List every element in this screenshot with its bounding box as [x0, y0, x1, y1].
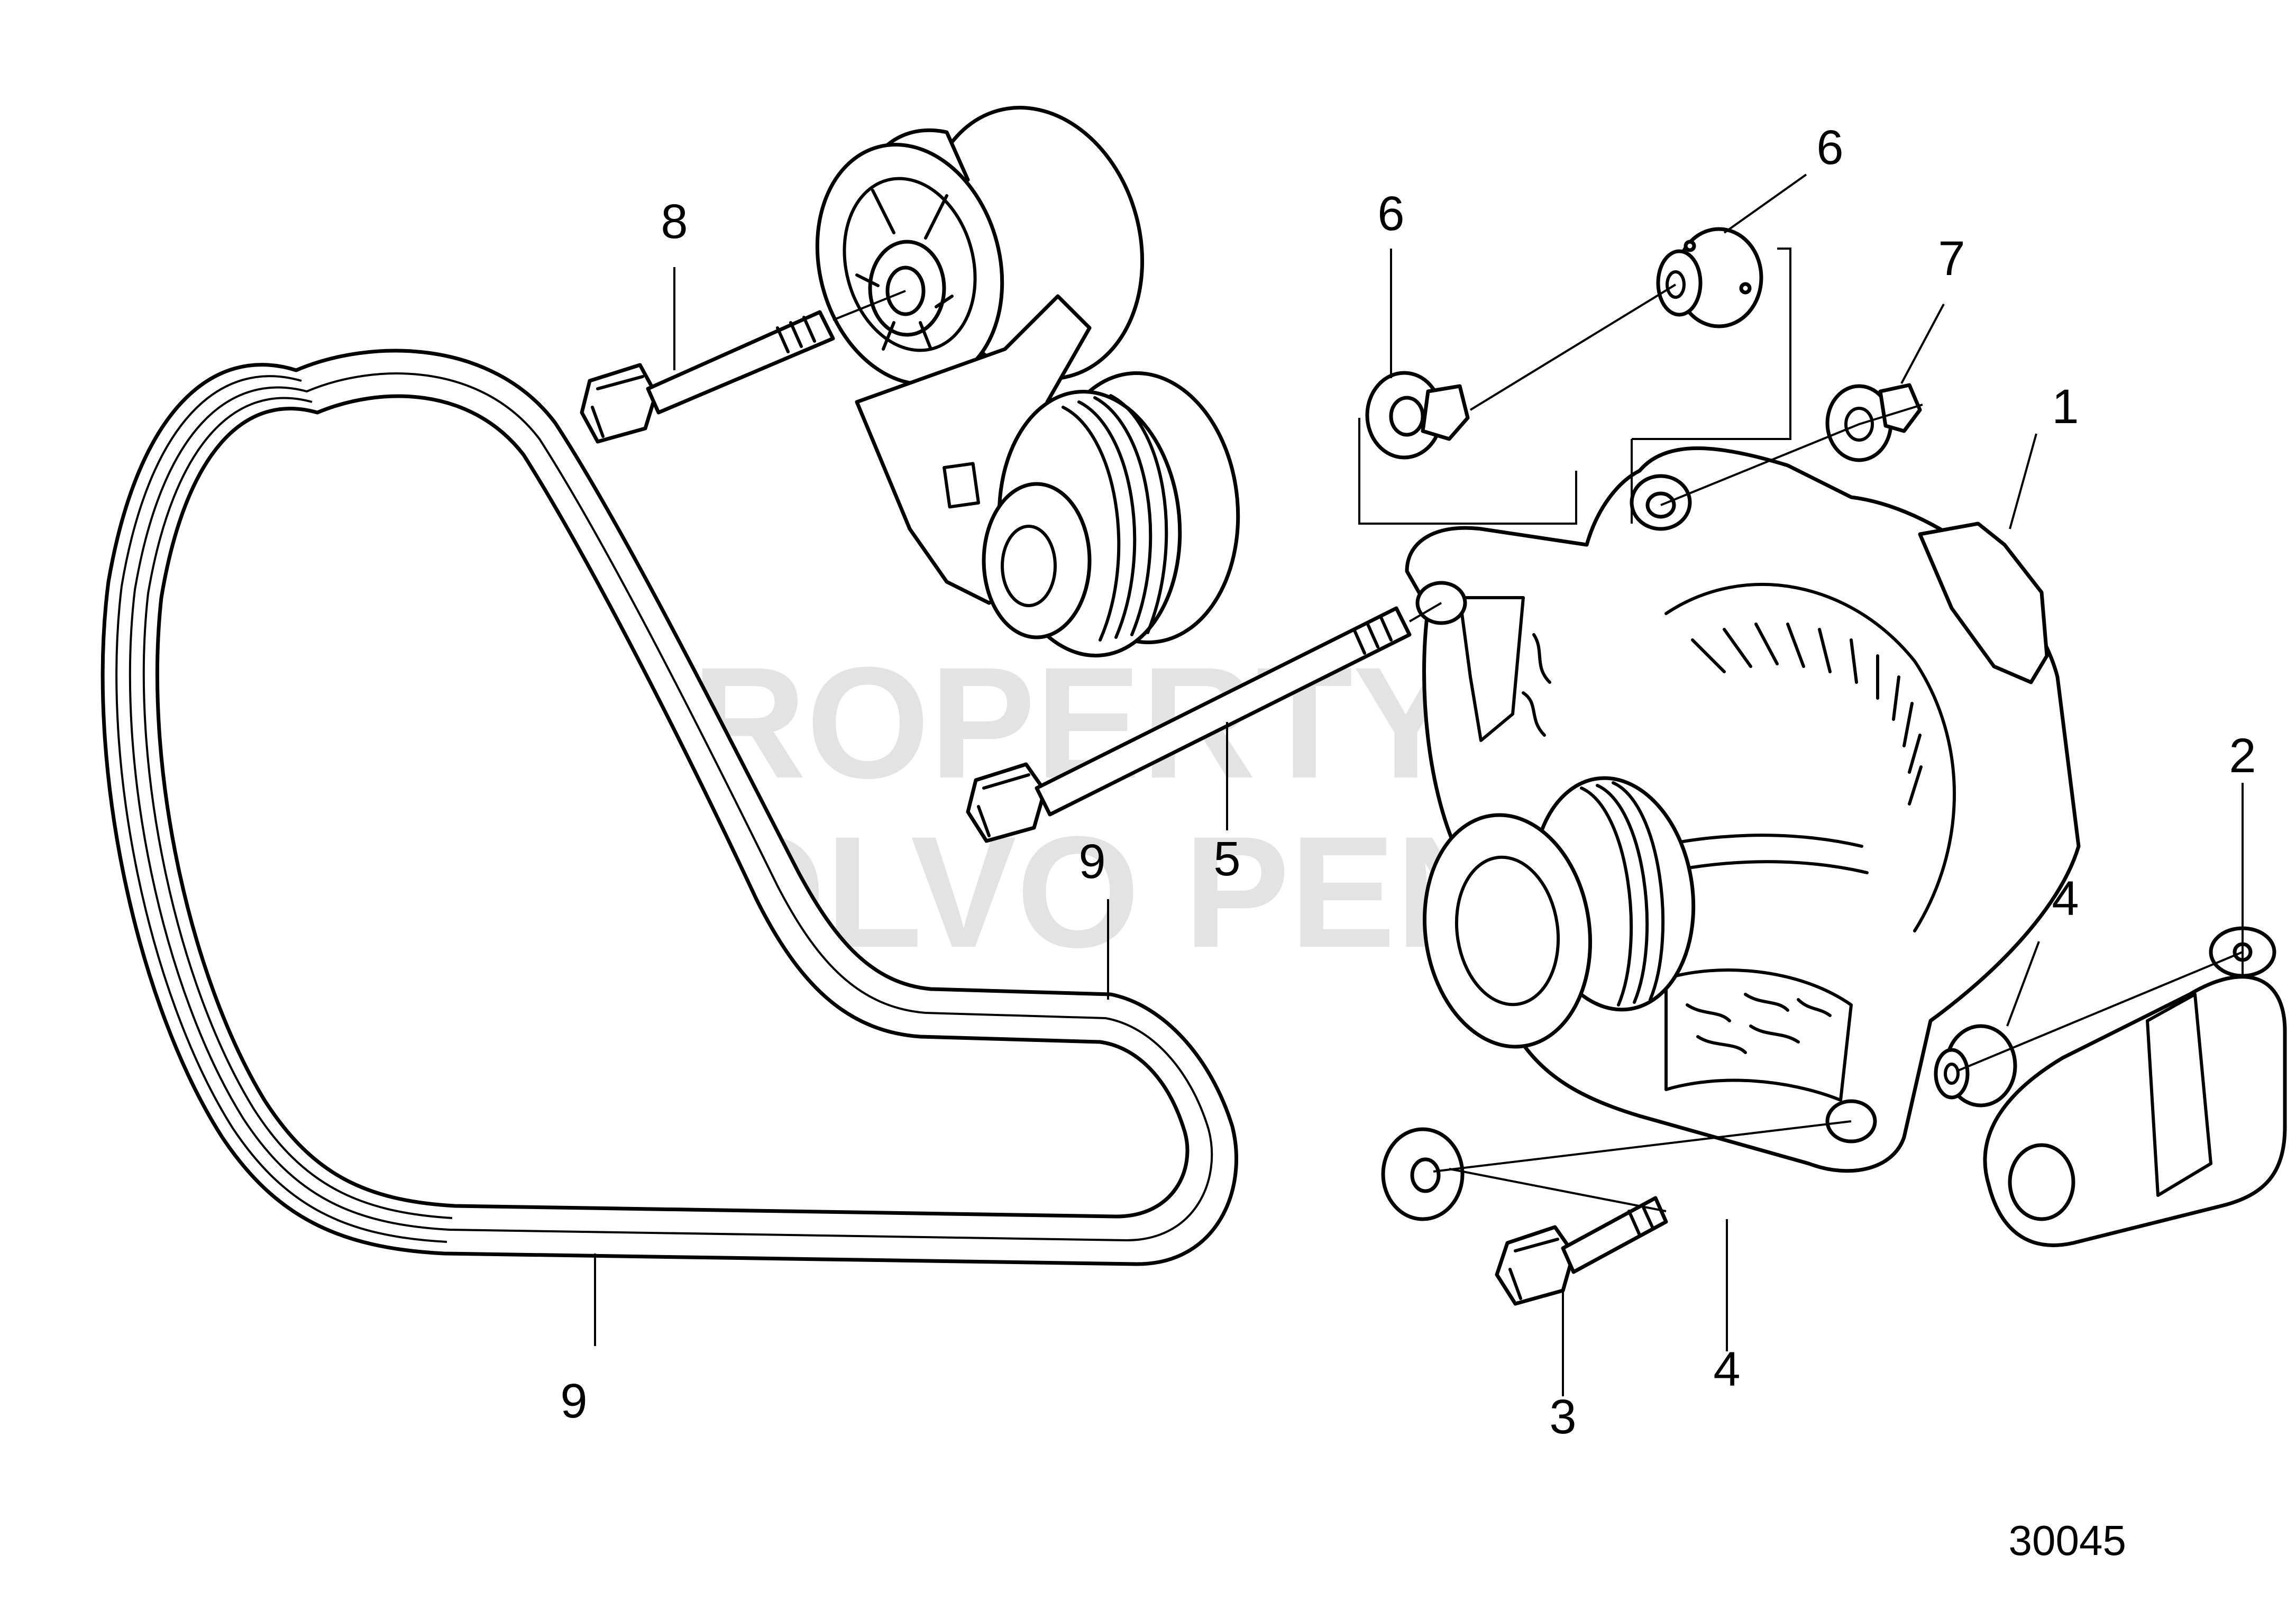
callout-4-lower: 4 — [1713, 1342, 1740, 1396]
long-bolt — [966, 606, 1412, 843]
callout-7: 7 — [1938, 232, 1965, 286]
figure-number: 30045 — [2009, 1517, 2126, 1564]
callout-6-right: 6 — [1816, 121, 1843, 175]
drive-belt — [100, 349, 1238, 1266]
callout-1: 1 — [2052, 380, 2079, 434]
assembly-lines — [833, 248, 2243, 1212]
callout-8: 8 — [661, 195, 688, 249]
callout-5: 5 — [1213, 832, 1240, 886]
callout-4-bracket: 4 — [2052, 872, 2079, 926]
callout-leaders — [594, 173, 2244, 1396]
short-bolt — [1495, 1196, 1668, 1306]
tensioner-bolt — [580, 310, 835, 444]
alternator — [1405, 446, 2081, 1173]
callout-labels: 1 2 3 4 4 5 6 6 7 8 9 9 — [560, 121, 2256, 1444]
callout-2: 2 — [2229, 729, 2256, 783]
washer-bracket — [1934, 1024, 2017, 1108]
callout-9-upper: 9 — [1078, 835, 1105, 889]
callout-3: 3 — [1549, 1390, 1576, 1444]
washer-lower — [1381, 1127, 1465, 1221]
bushing-right — [1656, 227, 1763, 328]
callout-9-lower: 9 — [560, 1374, 587, 1428]
bushing-left — [1365, 371, 1470, 460]
bracket — [1983, 926, 2287, 1247]
spacer — [1825, 383, 1922, 462]
belt-tensioner — [815, 106, 1240, 657]
callout-6-left: 6 — [1377, 187, 1404, 241]
